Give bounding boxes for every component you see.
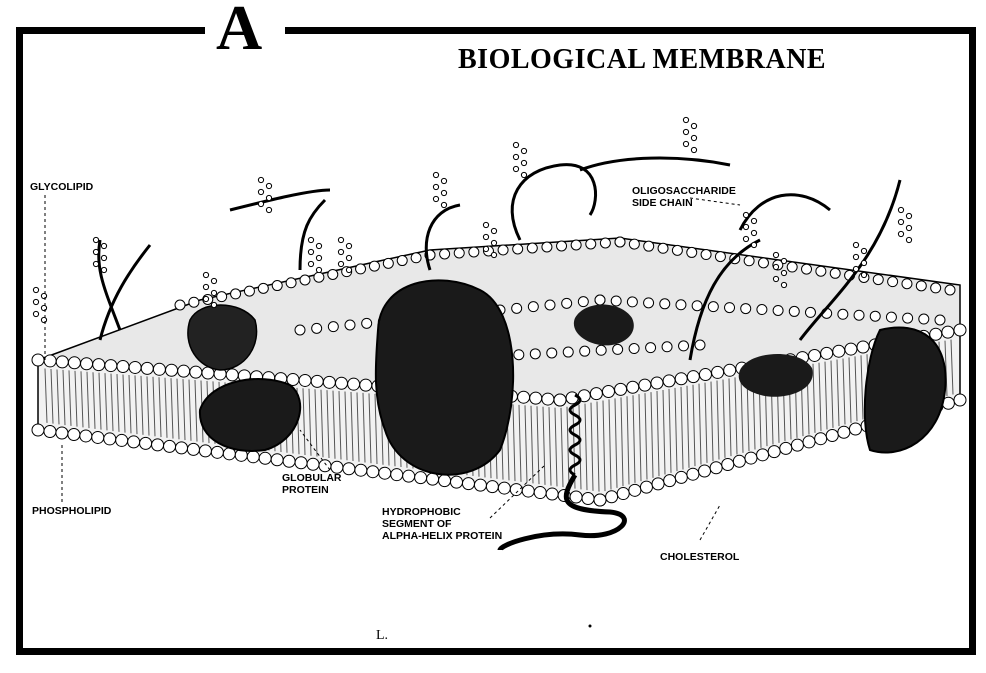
figure-frame [16, 27, 976, 655]
label-glycolipid: GLYCOLIPID [30, 181, 93, 193]
label-globular-2: PROTEIN [282, 484, 329, 496]
figure-title: BIOLOGICAL MEMBRANE [458, 44, 826, 76]
label-cholesterol: CHOLESTEROL [660, 551, 739, 563]
label-hydrophobic-2: SEGMENT OF [382, 518, 451, 530]
footer-mark: L. [376, 628, 388, 644]
label-globular-1: GLOBULAR [282, 472, 342, 484]
label-hydrophobic-1: HYDROPHOBIC [382, 506, 461, 518]
label-phospholipid: PHOSPHOLIPID [32, 505, 111, 517]
label-oligosaccharide-1: OLIGOSACCHARIDE [632, 185, 736, 197]
figure-letter: A [216, 0, 262, 60]
label-hydrophobic-3: ALPHA-HELIX PROTEIN [382, 530, 502, 542]
label-oligosaccharide-2: SIDE CHAIN [632, 197, 693, 209]
